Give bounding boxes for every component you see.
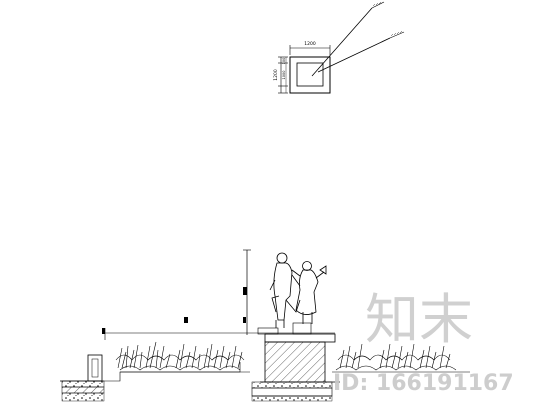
shrub-bed-left — [115, 341, 245, 371]
statue-base-hatched — [264, 341, 326, 383]
side-dimension-total-label: 1200 — [273, 69, 279, 81]
pedestal-plan-inner — [296, 62, 324, 87]
elevation-section — [60, 249, 470, 402]
shrub-bed-right — [335, 343, 457, 371]
plan-detail: 1200 1200 100 1000 — [273, 1, 405, 94]
leader-line-2 — [317, 37, 391, 73]
leader-annotation-2 — [390, 30, 403, 37]
side-dimension-a-label: 100 — [282, 58, 286, 65]
watermark-logo-text: 知末 — [365, 288, 473, 351]
watermark-id-text: ID: 166191167 — [333, 371, 514, 396]
top-dimension-label: 1200 — [304, 41, 316, 47]
leader-annotation-1 — [372, 1, 382, 7]
watermark: 知末 ID: 166191167 — [333, 288, 514, 396]
pedestal-plan-outer — [289, 56, 331, 94]
left-ground-section — [60, 354, 250, 402]
statue-pedestal — [264, 333, 336, 343]
statue-figures — [269, 252, 327, 328]
leader-line-1 — [311, 7, 373, 77]
side-dimension-b-label: 1000 — [282, 71, 286, 80]
